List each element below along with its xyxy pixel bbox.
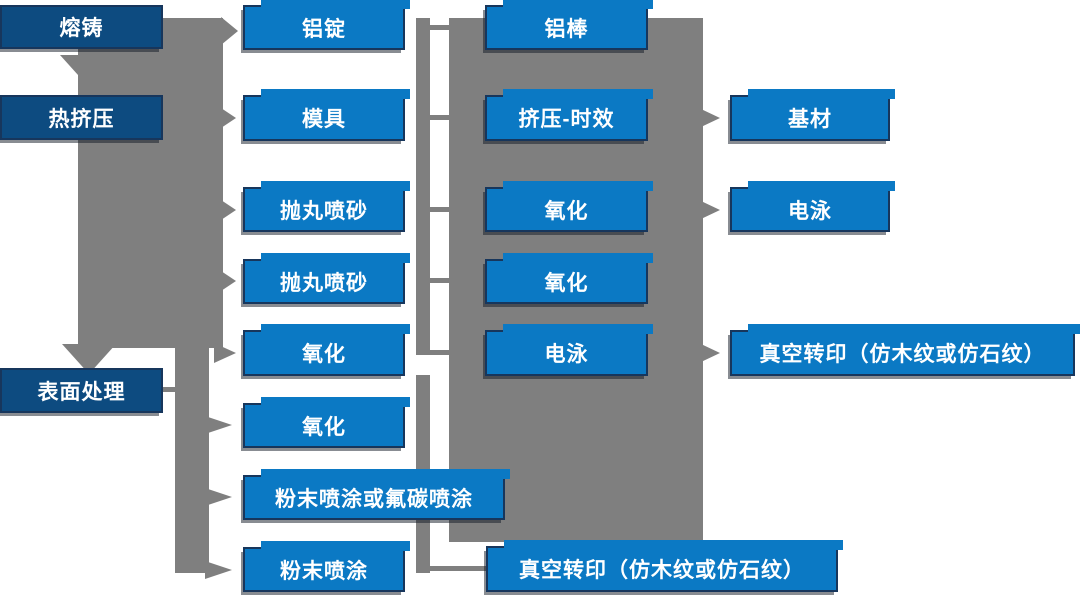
node-powder-coating: 粉末喷涂 <box>243 541 410 592</box>
node-shot-blasting-1: 抛丸喷砂 <box>243 181 410 232</box>
node-label: 热挤压 <box>48 107 115 131</box>
node-oxidation-4: 氧化 <box>485 253 653 304</box>
node-label: 抛丸喷砂 <box>280 271 368 295</box>
arrowhead-right-vacuum-transfer <box>701 344 720 362</box>
node-electrophoresis-1: 电泳 <box>485 324 653 376</box>
node-aluminum-ingot: 铝锭 <box>243 0 410 50</box>
node-surface-treatment: 表面处理 <box>0 368 163 413</box>
connector-tap-row3 <box>428 207 451 212</box>
node-extrusion-aging: 挤压-时效 <box>485 89 653 141</box>
node-aluminum-rod: 铝棒 <box>485 0 653 50</box>
node-mold: 模具 <box>243 89 410 141</box>
node-label: 熔铸 <box>59 17 104 40</box>
node-base-material: 基材 <box>730 89 895 141</box>
arrowhead-right-ingot <box>221 17 238 45</box>
node-electrophoresis-2: 电泳 <box>730 181 895 232</box>
node-label: 真空转印（仿木纹或仿石纹） <box>519 559 805 582</box>
node-label: 电泳 <box>544 343 589 366</box>
node-oxidation-1: 氧化 <box>243 324 410 376</box>
connector-tap-row2 <box>428 115 451 120</box>
arrowhead-right-powder-fluorocarbon <box>205 488 232 506</box>
node-label: 抛丸喷砂 <box>280 199 368 223</box>
node-label: 电泳 <box>788 199 832 223</box>
node-label: 氧化 <box>544 199 589 223</box>
connector-tap-row1 <box>428 25 451 30</box>
node-oxidation-2: 氧化 <box>243 397 410 448</box>
arrowhead-right-mold <box>221 108 236 128</box>
node-label: 真空转印（仿木纹或仿石纹） <box>759 343 1046 366</box>
node-label: 基材 <box>788 108 832 131</box>
node-vacuum-transfer-print-2: 真空转印（仿木纹或仿石纹） <box>730 324 1080 376</box>
node-powder-or-fluorocarbon-coating: 粉末喷涂或氟碳喷涂 <box>243 469 510 520</box>
connector-tap-row5 <box>428 350 451 355</box>
node-label: 氧化 <box>302 343 346 366</box>
node-hot-extrusion: 热挤压 <box>0 95 163 140</box>
arrowhead-right-shot-blasting-1 <box>221 200 236 220</box>
connector-mid-bus-upper <box>416 18 430 355</box>
node-label: 铝棒 <box>544 17 589 41</box>
node-label: 挤压-时效 <box>518 108 615 131</box>
node-label: 氧化 <box>302 415 346 439</box>
node-label: 粉末喷涂或氟碳喷涂 <box>275 487 473 511</box>
arrowhead-right-base-material <box>701 109 720 127</box>
arrowhead-right-powder-coating <box>205 561 232 579</box>
arrowhead-down-hot-extrusion <box>60 55 114 85</box>
arrowhead-right-oxidation-2 <box>205 416 232 434</box>
arrowhead-right-electrophoresis <box>701 201 720 219</box>
arrowhead-right-shot-blasting-2 <box>221 271 236 291</box>
node-vacuum-transfer-print-1: 真空转印（仿木纹或仿石纹） <box>486 540 843 592</box>
connector-tap-row4 <box>428 278 451 283</box>
node-oxidation-3: 氧化 <box>485 181 653 232</box>
node-label: 模具 <box>302 108 346 131</box>
node-label: 铝锭 <box>302 17 346 41</box>
connector-tap-vacuum-transfer <box>428 566 487 571</box>
connector-surface-treatment-link <box>161 387 177 392</box>
arrowhead-right-oxidation-1 <box>214 343 236 363</box>
node-label: 氧化 <box>544 271 589 295</box>
node-label: 粉末喷涂 <box>280 559 368 583</box>
connector-left-bus-lower <box>175 348 209 573</box>
node-shot-blasting-2: 抛丸喷砂 <box>243 253 410 304</box>
node-label: 表面处理 <box>37 380 126 404</box>
node-melting-casting: 熔铸 <box>0 5 163 49</box>
